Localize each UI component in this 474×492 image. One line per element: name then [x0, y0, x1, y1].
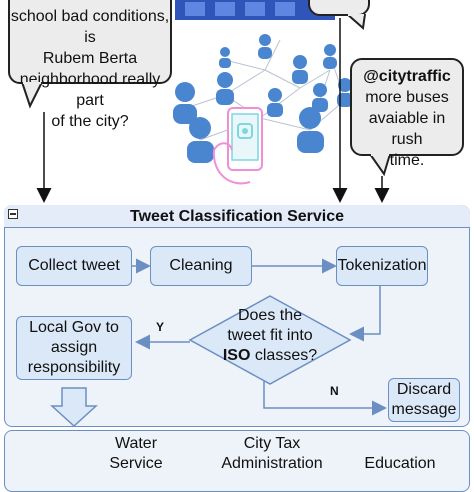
category-water-line1: Water [114, 435, 158, 452]
tweet-text-line: Rubem Berta [42, 50, 138, 67]
decision-line2: tweet fit into [227, 327, 313, 344]
collect-tweet-node: Collect tweet [16, 246, 132, 286]
tweet-text-line: of the city? [51, 113, 129, 130]
category-water: Water Service [98, 434, 174, 474]
panel-header [4, 205, 470, 228]
decision-diamond [188, 295, 352, 385]
bubble-tail-top-right [346, 14, 366, 30]
tweet-bubble-right: @citytraffic more buses avaiable in rush… [350, 58, 464, 169]
category-education: Education [364, 455, 436, 472]
people-icons [173, 34, 353, 163]
bubble-tail-right [369, 154, 391, 177]
tweet-bubble-left: school bad conditions, is Rubem Berta ne… [8, 0, 172, 130]
no-label: N [330, 384, 339, 398]
minus-icon[interactable] [8, 209, 18, 219]
tweet-bubble-top-right [308, 0, 370, 16]
tokenization-node: Tokenization [336, 246, 428, 286]
phone-icon [212, 107, 263, 185]
local-gov-node: Local Gov to assign responsibility [16, 316, 132, 380]
decision-text: Does the tweet fit into ISO classes? [200, 306, 340, 366]
block-arrow-down [50, 387, 98, 428]
tweet-text-line: neighborhood really part [19, 71, 161, 109]
category-tax: City Tax Administration [212, 434, 332, 474]
arrow-decision-no [263, 380, 387, 416]
tweet-handle: @citytraffic [363, 68, 451, 85]
tweet-text-line: time. [389, 152, 425, 169]
decision-line1: Does the [237, 307, 303, 324]
decision-iso: ISO [222, 347, 251, 364]
tweet-text-line: school bad conditions, is [10, 8, 170, 46]
flow-arrows [36, 18, 390, 428]
cleaning-node: Cleaning [150, 246, 252, 286]
tweet-text-line: avaiable in rush [368, 110, 446, 148]
discard-node: Discard message [388, 378, 460, 422]
yes-label: Y [156, 320, 165, 334]
category-tax-line2: Administration [221, 455, 323, 472]
category-tax-line1: City Tax [243, 435, 301, 452]
bubble-tail-left [21, 82, 43, 109]
decision-line3: ISO classes? [200, 346, 340, 366]
social-network-illustration [173, 0, 353, 185]
panel-title: Tweet Classification Service [129, 208, 344, 225]
category-water-line2: Service [109, 455, 163, 472]
tweet-text-line: more buses [365, 89, 449, 106]
decision-line3-rest: classes? [250, 347, 318, 364]
arrow-tokenization-decision [349, 286, 381, 342]
